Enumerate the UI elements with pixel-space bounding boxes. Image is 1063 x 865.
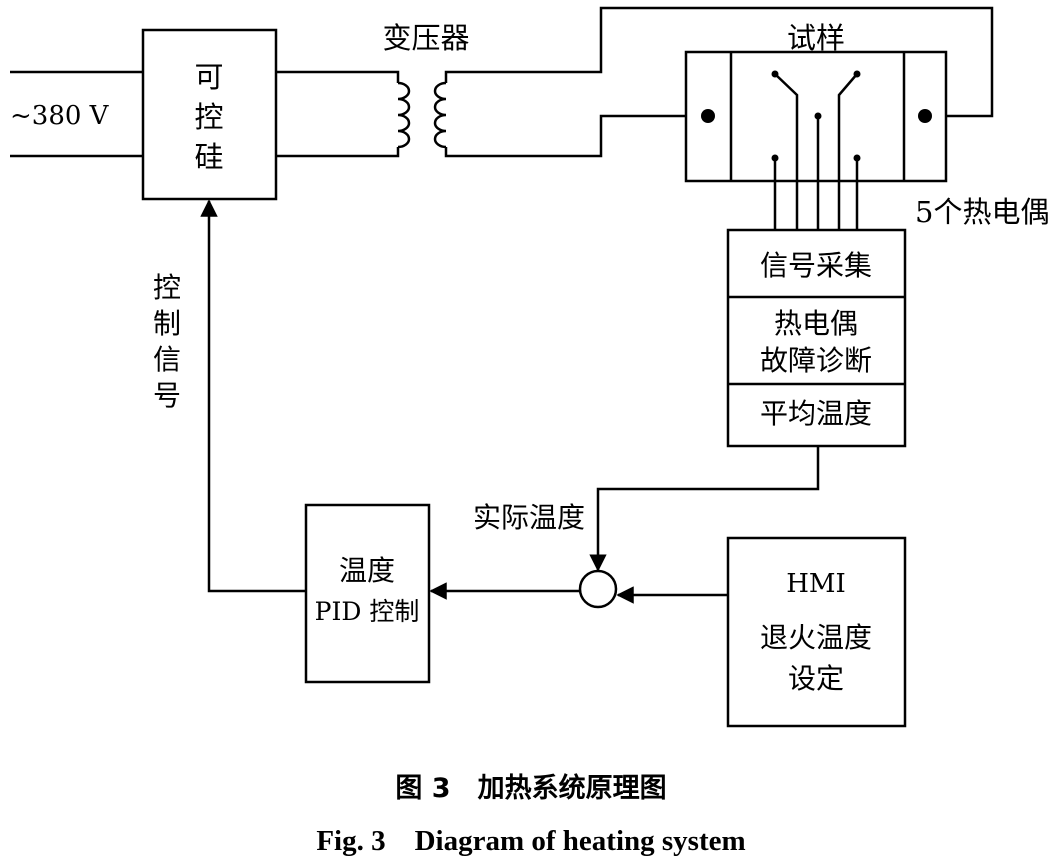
pid-label-1: 温度 <box>339 554 395 587</box>
thermocouple-wire-2 <box>837 73 858 230</box>
thermocouple-group <box>771 70 861 230</box>
transformer-primary-coil <box>397 81 411 149</box>
summing-junction <box>578 569 618 609</box>
thermocouple-wire-1 <box>774 73 799 230</box>
transformer-label: 变压器 <box>382 21 469 55</box>
control-signal-wire <box>200 199 306 593</box>
pid-controller-block <box>304 503 431 684</box>
scr-label-3: 硅 <box>194 140 223 174</box>
primary-wire-top <box>276 70 400 83</box>
transformer-secondary-coil <box>433 81 447 149</box>
scr-label-2: 控 <box>194 100 223 134</box>
electrode-right <box>918 109 932 123</box>
hmi-label: HMI <box>786 569 846 599</box>
hmi-block <box>726 536 907 728</box>
pid-label-2: PID 控制 <box>315 597 420 626</box>
secondary-wire-top <box>444 6 994 118</box>
control-signal-label-2: 制 <box>153 307 181 340</box>
tc-fault-label-1: 热电偶 <box>774 307 858 340</box>
tc-fault-label-2: 故障诊断 <box>760 344 872 377</box>
signal-acquisition-label: 信号采集 <box>760 249 872 282</box>
thermocouples-label: 5个热电偶 <box>915 195 1049 229</box>
anneal-temp-label: 退火温度 <box>760 621 872 654</box>
caption-zh: 图 3 加热系统原理图 <box>395 772 666 804</box>
scr-label-1: 可 <box>194 60 223 94</box>
feedback-wire <box>589 446 820 572</box>
signal-processing-block <box>726 228 907 448</box>
actual-temp-label: 实际温度 <box>473 501 585 534</box>
average-temp-label: 平均温度 <box>760 397 872 430</box>
scr-block <box>141 28 278 201</box>
control-signal-label-4: 号 <box>153 379 181 412</box>
secondary-wire-bottom <box>444 114 708 158</box>
electrode-left <box>701 109 715 123</box>
specimen-label: 试样 <box>787 21 845 55</box>
primary-wire-bottom <box>276 147 400 158</box>
control-signal-label-1: 控 <box>153 271 181 304</box>
control-signal-label-3: 信 <box>153 343 181 376</box>
source-voltage-label: ~380 V <box>10 101 110 131</box>
caption-en: Fig. 3 Diagram of heating system <box>316 825 745 857</box>
setpoint-label: 设定 <box>788 662 844 695</box>
